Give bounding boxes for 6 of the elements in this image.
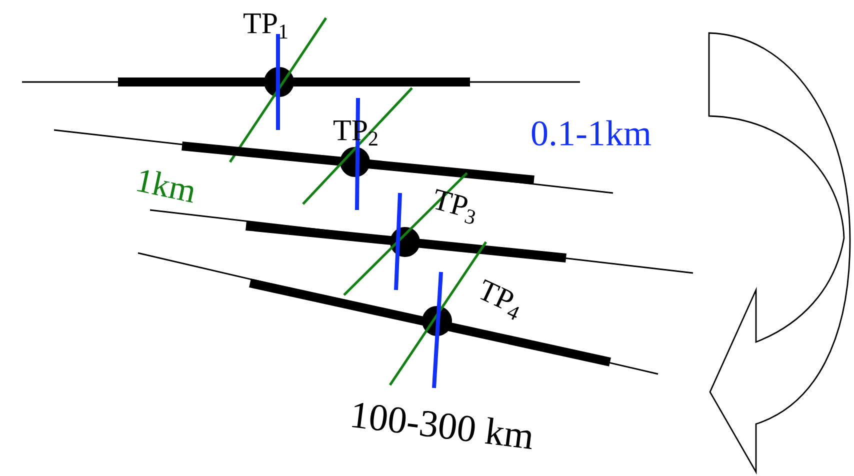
distance-label: 100-300 km: [352, 403, 532, 450]
point-label: TP$_{3}$: [435, 189, 475, 224]
point-label: TP$_{4}$: [480, 279, 519, 320]
point-label: TP$_{1}$: [244, 14, 288, 38]
distance-label: 1km: [136, 170, 194, 203]
distance-label: 0.1-1km: [532, 120, 651, 146]
